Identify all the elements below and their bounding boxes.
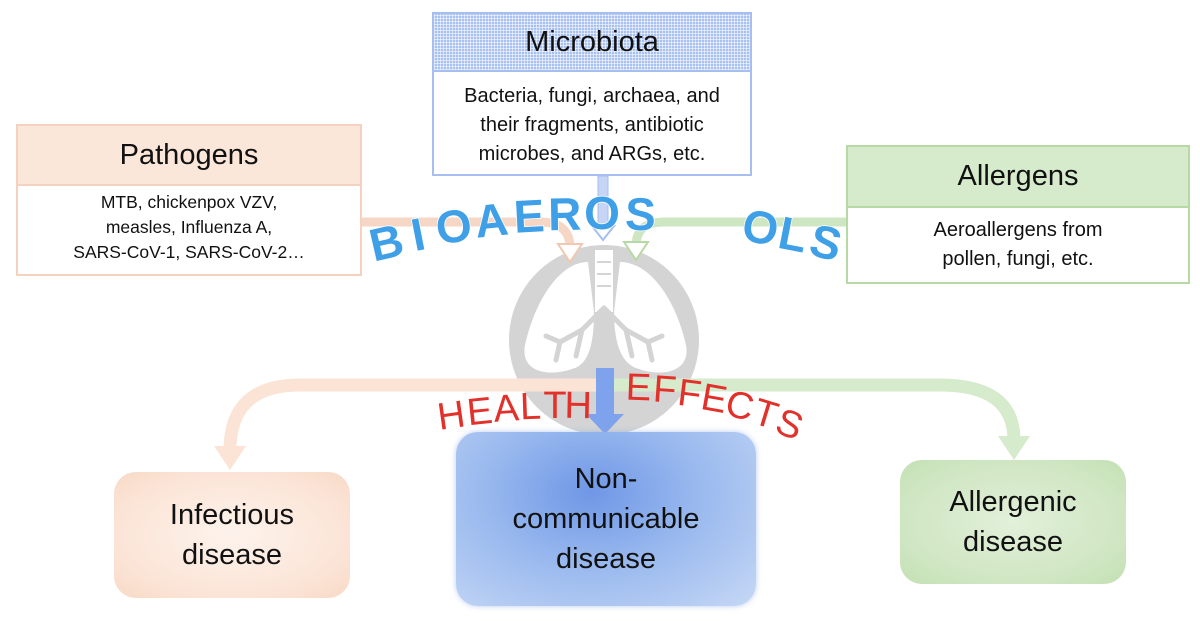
word-letter: O — [739, 199, 782, 256]
microbiota-line: their fragments, antibiotic — [480, 114, 704, 136]
word-letter: E — [625, 367, 652, 410]
microbiota-line: microbes, and ARGs, etc. — [478, 143, 706, 165]
pathogens-description: MTB, chickenpox VZV, measles, Influenza … — [16, 186, 362, 276]
input-arrows — [362, 175, 846, 264]
allergenic-disease-box: Allergenic disease — [900, 460, 1126, 584]
microbiota-title: Microbiota — [432, 12, 752, 72]
infectious-disease-box: Infectious disease — [114, 472, 350, 598]
noncommunicable-line: Non- — [574, 463, 638, 495]
microbiota-title-text: Microbiota — [525, 25, 659, 58]
word-letter: T — [543, 385, 566, 427]
pathogens-title-text: Pathogens — [119, 138, 259, 171]
word-letter: S — [624, 187, 656, 240]
allergens-line: pollen, fungi, etc. — [942, 248, 1094, 270]
word-letter: I — [407, 208, 429, 261]
noncommunicable-disease-box: Non- communicable disease — [456, 432, 756, 606]
word-letter: O — [432, 198, 475, 254]
word-letter: A — [492, 387, 521, 431]
infectious-line: Infectious — [169, 499, 295, 531]
allergens-description: Aeroallergens from pollen, fungi, etc. — [846, 208, 1190, 284]
pathogens-line: SARS-CoV-1, SARS-CoV-2… — [73, 242, 305, 262]
word-letter: F — [675, 372, 703, 417]
word-letter: E — [512, 189, 545, 243]
word-letter: R — [548, 188, 582, 241]
word-letter: H — [564, 385, 592, 427]
pathogens-line: MTB, chickenpox VZV, — [100, 192, 278, 212]
microbiota-description: Bacteria, fungi, archaea, and their frag… — [432, 72, 752, 176]
word-letter: L — [519, 386, 542, 429]
allergenic-line: disease — [963, 526, 1063, 558]
allergenic-line: Allergenic — [949, 486, 1077, 518]
output-arrows — [214, 368, 1030, 470]
noncommunicable-line: communicable — [512, 503, 700, 535]
allergens-title: Allergens — [846, 145, 1190, 208]
microbiota-line: Bacteria, fungi, archaea, and — [464, 85, 720, 107]
allergens-title-text: Allergens — [957, 160, 1079, 192]
word-letter: F — [652, 368, 678, 412]
allergens-line: Aeroallergens from — [933, 219, 1103, 241]
pathogens-title: Pathogens — [16, 124, 362, 186]
noncommunicable-line: disease — [556, 543, 656, 575]
infectious-line: disease — [182, 539, 282, 571]
word-letter: H — [435, 393, 468, 438]
word-letter: A — [472, 192, 510, 247]
word-letter: O — [584, 187, 620, 239]
pathogens-line: measles, Influenza A, — [105, 217, 273, 237]
word-letter: E — [465, 390, 495, 434]
